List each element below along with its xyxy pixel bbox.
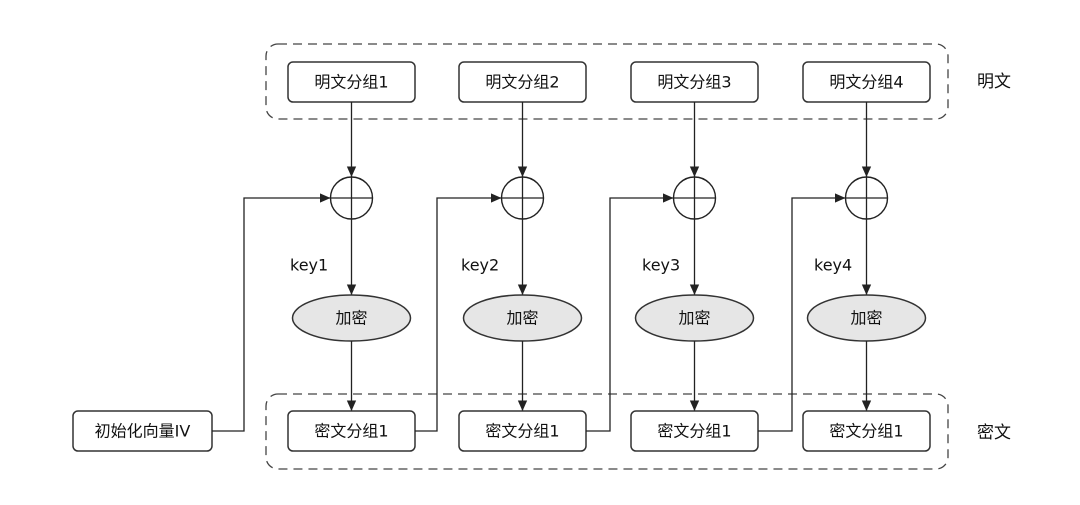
ciphertext-block-3-label: 密文分组1 <box>657 422 731 441</box>
ciphertext-block-1-label: 密文分组1 <box>314 422 388 441</box>
plaintext-block-2-label: 明文分组2 <box>485 73 559 92</box>
xor-4 <box>844 176 889 220</box>
ciphertext-block-4 <box>802 410 931 452</box>
arrow-cipher-3-to-xor-4 <box>758 193 846 432</box>
ciphertext-block-4-label: 密文分组1 <box>829 422 903 441</box>
encrypt-2-label: 加密 <box>506 309 538 328</box>
column-2: 明文分组2 key2 加密 密文分组1 <box>458 61 587 452</box>
xor-2 <box>500 176 545 220</box>
ciphertext-block-2-label: 密文分组1 <box>485 422 559 441</box>
key-3-label: key3 <box>642 256 680 275</box>
xor-3 <box>672 176 717 220</box>
plaintext-block-3-label: 明文分组3 <box>657 73 731 92</box>
ciphertext-label: 密文 <box>977 423 1011 443</box>
arrow-iv-to-xor-1 <box>212 193 331 432</box>
arrow-cipher-1-to-xor-2 <box>415 193 502 432</box>
encrypt-3-label: 加密 <box>678 309 710 328</box>
column-1: 明文分组1 key1 加密 密文分组1 <box>287 61 416 452</box>
encrypt-4-label: 加密 <box>850 309 882 328</box>
plaintext-block-1-label: 明文分组1 <box>314 73 388 92</box>
iv-label: 初始化向量IV <box>95 422 191 441</box>
ciphertext-group <box>265 393 949 470</box>
xor-1 <box>329 176 374 220</box>
arrow-cipher-2-to-xor-3 <box>586 193 674 432</box>
key-1-label: key1 <box>290 256 328 275</box>
plaintext-label: 明文 <box>977 72 1011 92</box>
encrypt-1-label: 加密 <box>335 309 367 328</box>
key-2-label: key2 <box>461 256 499 275</box>
column-3: 明文分组3 key3 加密 密文分组1 <box>630 61 759 452</box>
column-4: 明文分组4 key4 加密 密文分组1 <box>802 61 931 452</box>
plaintext-block-4-label: 明文分组4 <box>829 73 903 92</box>
plaintext-group <box>265 43 949 120</box>
key-4-label: key4 <box>814 256 852 275</box>
